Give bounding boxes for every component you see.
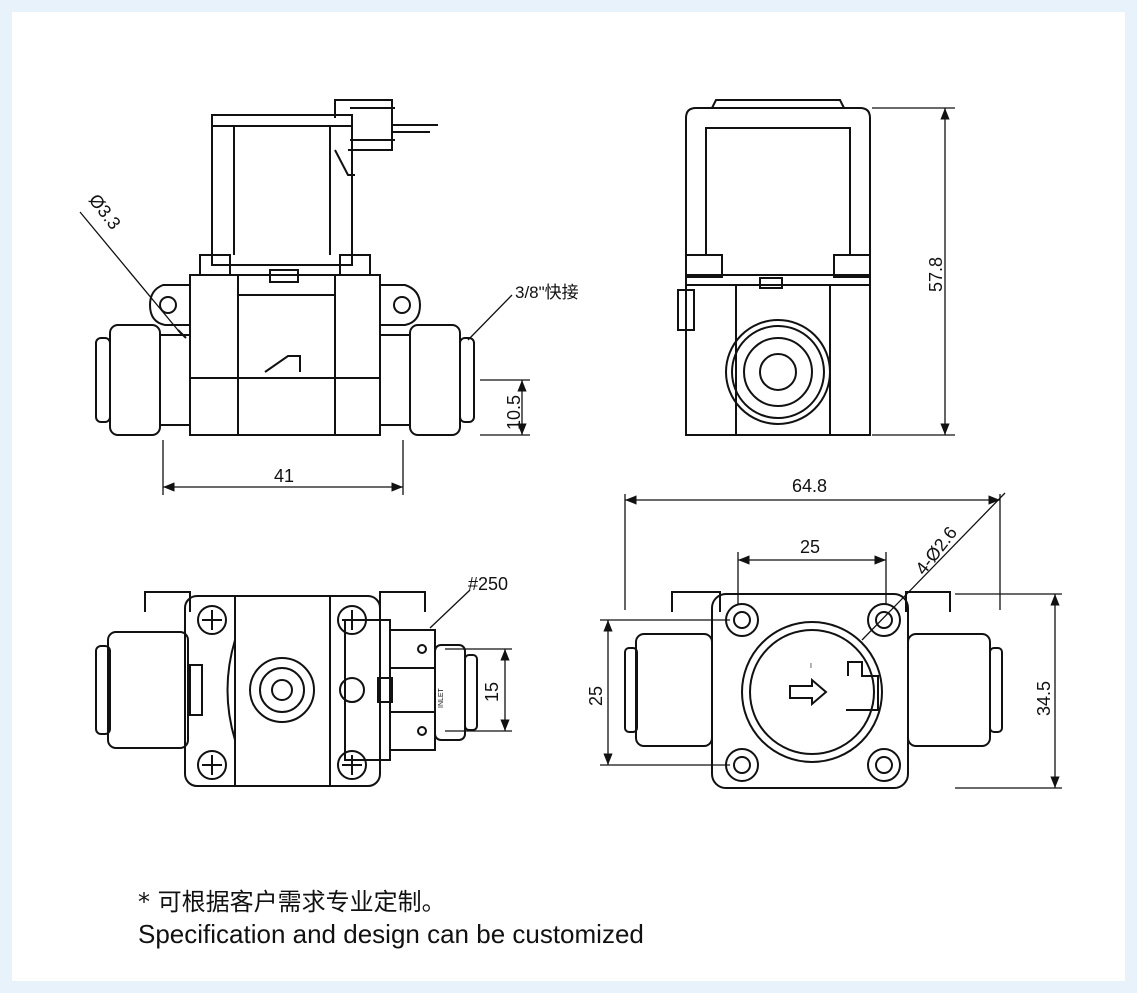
dim-fitting-label: 3/8"快接 xyxy=(515,283,579,302)
note-english: Specification and design can be customiz… xyxy=(138,919,644,949)
bottom-view xyxy=(624,591,1003,789)
front-view xyxy=(95,99,475,436)
front-view-dimensions xyxy=(79,211,530,495)
dim-hole-dia: Ø3.3 xyxy=(85,190,125,233)
dim-width-41: 41 xyxy=(274,466,294,486)
dim-height-57-8: 57.8 xyxy=(926,257,946,292)
bottom-view-dimensions xyxy=(600,492,1062,789)
dim-height-25-left: 25 xyxy=(586,686,606,706)
side-view xyxy=(677,99,871,436)
note-chinese: * 可根据客户需求专业定制。 xyxy=(138,888,446,916)
dim-holes-4x: 4-Ø2.6 xyxy=(911,523,961,579)
inlet-mark: INLET xyxy=(438,687,445,708)
flow-arrow-label: I xyxy=(810,663,812,670)
dim-width-64-8: 64.8 xyxy=(792,476,827,496)
dim-height-10-5: 10.5 xyxy=(504,395,524,430)
dim-terminal: #250 xyxy=(468,574,508,594)
dim-terminal-15: 15 xyxy=(482,682,502,702)
side-view-dimensions xyxy=(872,107,955,436)
dim-spacing-25-top: 25 xyxy=(800,537,820,557)
top-view xyxy=(95,591,478,787)
top-view-dimensions xyxy=(429,589,512,732)
dim-height-34-5: 34.5 xyxy=(1034,681,1054,716)
